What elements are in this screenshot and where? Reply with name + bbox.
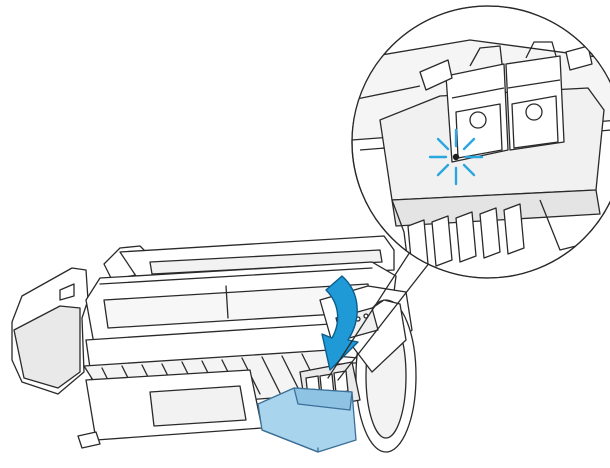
ink-tank-cover-edge xyxy=(261,429,319,453)
leader-line-left xyxy=(327,251,411,379)
print-head-left-hole xyxy=(469,111,487,129)
left-handle xyxy=(59,283,75,301)
left-foot xyxy=(77,431,101,449)
top-cover-groove xyxy=(99,267,373,285)
blinking-lamp-icon xyxy=(428,128,484,186)
lamp-dot xyxy=(452,153,460,161)
ink-tank-cover-shade xyxy=(293,387,353,411)
printer-body xyxy=(11,235,431,453)
zoom-detail xyxy=(351,5,610,279)
print-head-right-hole xyxy=(525,103,543,121)
leader-line-right xyxy=(337,261,431,381)
rear-slot-strip xyxy=(149,249,383,275)
zoom-circle-border xyxy=(351,5,610,279)
top-cover-center-line xyxy=(225,285,229,319)
left-side-shadow xyxy=(13,305,81,389)
lower-cabinet-inner xyxy=(149,385,247,427)
